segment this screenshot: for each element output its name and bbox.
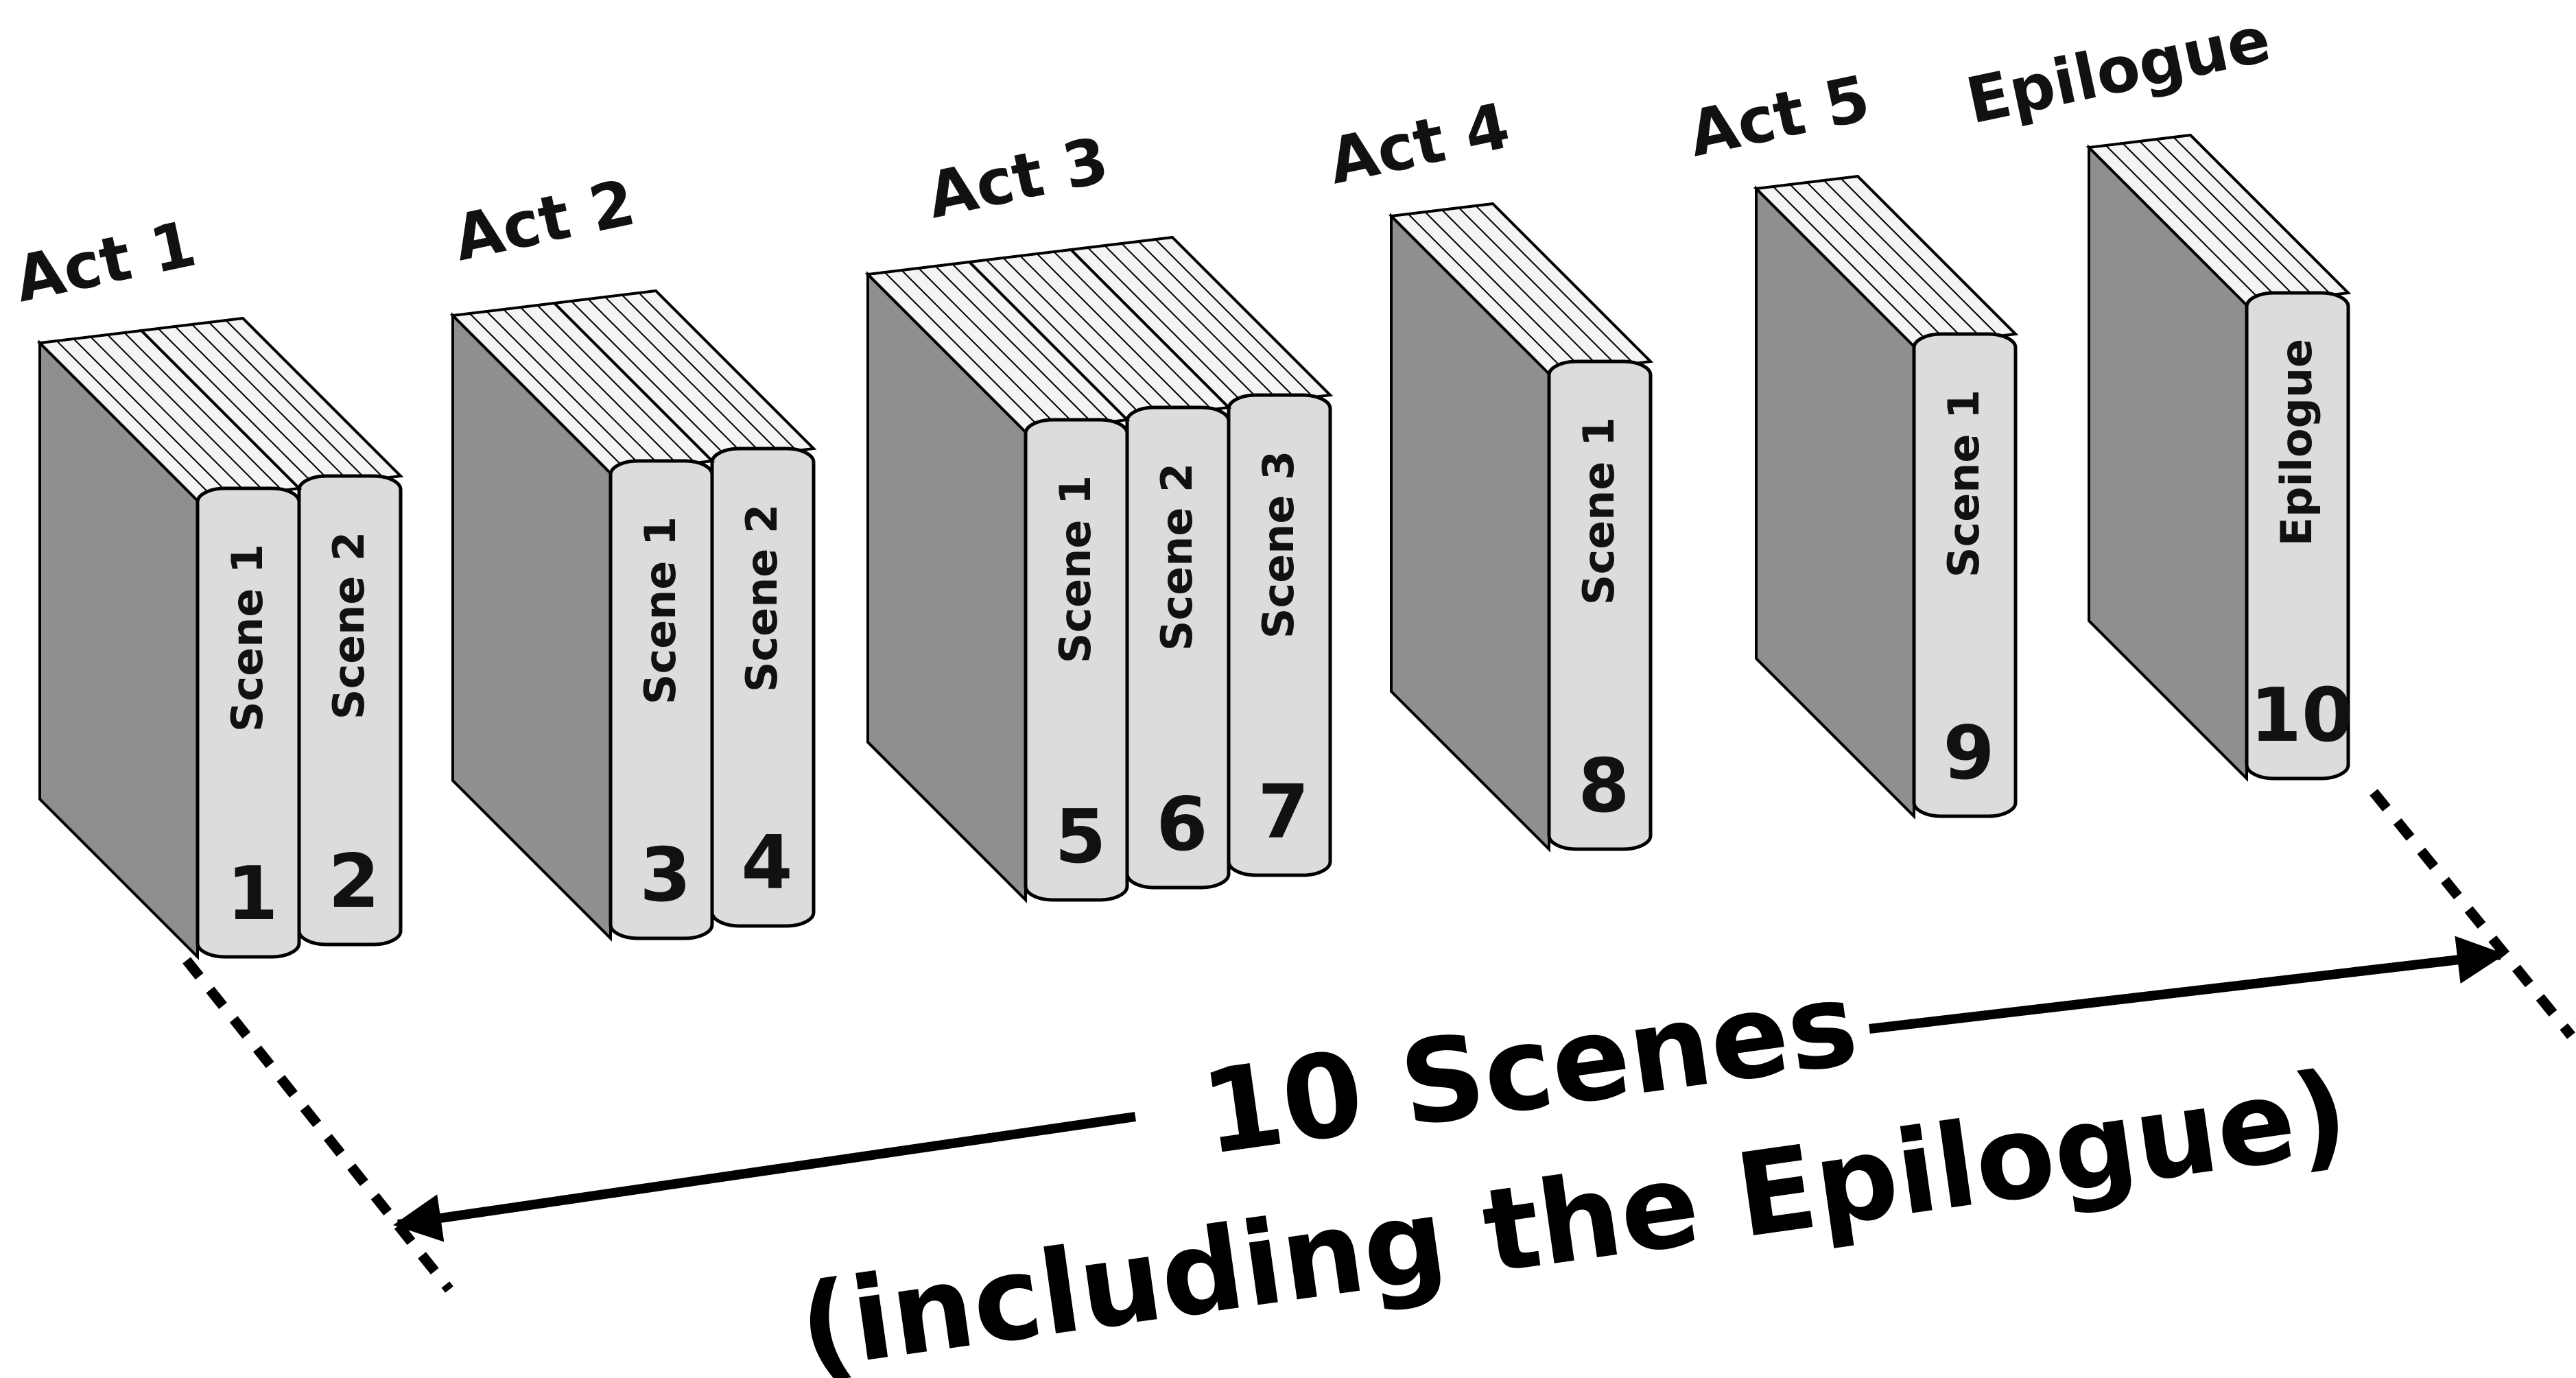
page-line	[2139, 141, 2298, 300]
scene-number: 2	[328, 839, 379, 925]
page-line	[1475, 205, 1635, 364]
act-title-1: Act 1	[8, 207, 202, 317]
book-spine	[196, 486, 301, 959]
scene-label: Scene 3	[1253, 451, 1303, 639]
page-line	[1441, 209, 1600, 368]
page-line	[486, 311, 646, 470]
scene-number: 4	[741, 820, 792, 906]
page-line	[1772, 186, 1932, 345]
scene-label: Scene 2	[1152, 463, 1202, 651]
page-line	[638, 292, 798, 451]
page-line	[604, 296, 764, 455]
page-line	[934, 265, 1094, 425]
act-book-group: Scene 1 9	[1753, 174, 2019, 820]
scene-number: 8	[1578, 744, 1629, 829]
act-title-epilogue: Epilogue	[1960, 3, 2276, 139]
act-title-3: Act 3	[921, 123, 1114, 233]
page-line	[1458, 207, 1618, 366]
page-line	[174, 326, 334, 485]
page-line	[621, 294, 781, 453]
page-line	[503, 309, 662, 468]
scene-label: Scene 1	[1939, 390, 1989, 578]
scene-label: Scene 2	[737, 504, 787, 692]
act-book-group: Epilogue 10	[2085, 133, 2353, 782]
act-book-group: Scene 2 4 Scene 1 3	[449, 289, 817, 942]
act-book-group: Scene 2 2 Scene 1 1	[36, 316, 404, 960]
page-line	[1840, 178, 2000, 337]
book-spine	[1547, 359, 1653, 851]
book-groups: Scene 2 2 Scene 1 1 Scene 2 4 Scene 1 3 Scene 3 7…	[36, 133, 2353, 960]
scene-number: 10	[2250, 673, 2353, 759]
scene-number: 9	[1943, 711, 1994, 796]
scene-number: 7	[1257, 770, 1309, 855]
page-line	[1424, 211, 1584, 370]
left-dashed-extent	[182, 957, 453, 1293]
page-line	[157, 328, 317, 487]
page-line	[1019, 255, 1179, 414]
right-arrow	[1869, 936, 2505, 1034]
page-line	[1002, 257, 1162, 416]
act-title-4: Act 4	[1322, 89, 1515, 199]
page-line	[106, 334, 266, 493]
page-line	[1053, 251, 1213, 410]
page-line	[2155, 139, 2315, 298]
page-line	[1155, 239, 1314, 398]
page-line	[570, 300, 730, 460]
page-line	[985, 259, 1145, 418]
page-line	[123, 332, 283, 491]
act-book-group: Scene 3 7 Scene 2 6 Scene 1 5	[864, 235, 1334, 903]
scene-label: Epilogue	[2271, 339, 2321, 546]
page-line	[587, 298, 747, 458]
act-title-2: Act 2	[447, 166, 641, 276]
scene-label: Scene 1	[222, 544, 272, 732]
page-line	[56, 340, 215, 499]
scene-number: 1	[226, 851, 278, 937]
scene-label: Scene 1	[1050, 475, 1100, 663]
page-line	[208, 322, 368, 481]
page-line	[952, 263, 1111, 423]
page-line	[2105, 145, 2265, 304]
book-spine	[608, 459, 714, 940]
page-line	[536, 305, 696, 464]
page-line	[884, 272, 1043, 431]
left-arrow	[393, 1112, 1137, 1242]
scene-label: Scene 1	[1574, 417, 1624, 605]
book-spine	[1024, 418, 1129, 902]
scene-number: 3	[639, 833, 691, 918]
page-line	[469, 313, 628, 472]
book-spine	[2245, 291, 2350, 781]
scene-number: 5	[1054, 794, 1106, 880]
page-line	[1121, 243, 1280, 402]
page-line	[73, 338, 233, 497]
page-line	[191, 324, 351, 483]
page-line	[1789, 184, 1949, 343]
act-book-group: Scene 1 8	[1388, 202, 1654, 853]
page-line	[1036, 253, 1196, 412]
page-line	[1137, 241, 1297, 400]
scene-label: Scene 2	[324, 532, 374, 720]
page-line	[918, 268, 1077, 427]
act-title-5: Act 5	[1682, 62, 1876, 171]
page-line	[1823, 180, 1983, 339]
page-line	[1104, 245, 1264, 404]
page-line	[1806, 182, 1965, 341]
page-line	[2122, 143, 2282, 302]
page-line	[90, 336, 249, 495]
page-line	[1087, 247, 1246, 406]
page-line	[1407, 213, 1567, 372]
page-line	[225, 320, 385, 479]
scene-number: 6	[1156, 782, 1207, 868]
page-line	[901, 270, 1061, 429]
page-line	[2173, 136, 2332, 296]
scene-label: Scene 1	[635, 516, 685, 704]
book-spine	[1912, 332, 2018, 818]
right-dashed-extent	[2370, 789, 2575, 1039]
page-line	[519, 307, 679, 466]
